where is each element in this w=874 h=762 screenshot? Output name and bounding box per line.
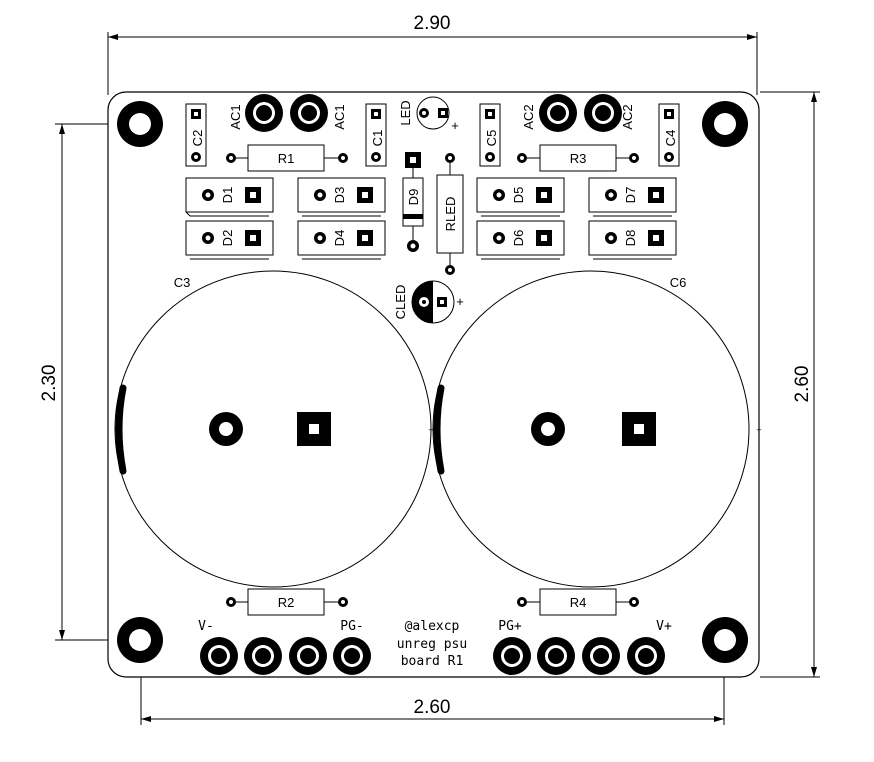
svg-text:D1: D1 [220,187,235,204]
label-v-minus: V- [198,619,214,634]
diode-d9: D9 [402,152,424,252]
svg-text:C1: C1 [370,130,385,147]
mounting-holes [117,101,748,663]
cap-c6: C6 + [432,270,762,588]
svg-text:R3: R3 [570,151,587,166]
resistor-r4: R4 [517,588,639,616]
credit-line-3: board R1 [401,654,464,669]
svg-text:R2: R2 [278,595,295,610]
dim-left-height: 2.30 [39,365,60,402]
cap-cled: CLED + [393,280,464,324]
label-pg-minus: PG- [340,619,363,634]
svg-text:LED: LED [398,100,413,125]
svg-text:C6: C6 [670,275,687,290]
svg-text:D8: D8 [623,230,638,247]
label-pg-plus: PG+ [498,619,522,634]
dim-right-height: 2.60 [792,366,813,403]
ac1-terminals: AC1 AC1 [228,94,347,132]
resistor-r2: R2 [226,588,348,616]
svg-text:AC1: AC1 [228,104,243,129]
cap-c3: C3 + [114,270,434,588]
svg-text:D6: D6 [511,230,526,247]
svg-text:D5: D5 [511,187,526,204]
resistor-r3: R3 [517,144,639,172]
svg-text:CLED: CLED [393,285,408,320]
diode-d8: D8 [588,220,677,260]
credit-line-2: unreg psu [397,637,467,652]
svg-text:+: + [456,294,464,309]
dim-bottom-width: 2.60 [414,697,451,718]
svg-text:AC2: AC2 [620,104,635,129]
svg-text:D3: D3 [332,187,347,204]
diode-d7: D7 [588,177,677,217]
dimension-arrows [59,34,817,722]
svg-text:+: + [428,425,433,435]
resistor-r1: R1 [226,144,348,172]
svg-text:AC2: AC2 [521,104,536,129]
mounting-hole [702,101,748,147]
svg-text:C2: C2 [190,130,205,147]
svg-text:R4: R4 [570,595,587,610]
output-terminals-left [200,637,371,675]
diode-d1: D1 [185,177,274,217]
svg-text:C4: C4 [663,130,678,147]
board-outline [107,91,760,678]
diode-d6: D6 [476,220,565,260]
credit-line-1: @alexcp [405,619,460,634]
svg-text:D9: D9 [406,189,421,206]
svg-text:RLED: RLED [443,197,458,232]
svg-text:+: + [756,425,761,435]
svg-text:AC1: AC1 [332,104,347,129]
dim-top-width: 2.90 [414,13,451,34]
svg-text:C3: C3 [174,275,191,290]
dimension-lines [55,32,820,725]
cap-c4: C4 [658,103,680,167]
svg-text:D2: D2 [220,230,235,247]
mounting-hole [117,101,163,147]
svg-text:C5: C5 [484,130,499,147]
resistor-rled: RLED [436,153,464,275]
cap-c5: C5 [479,103,501,167]
cap-c1: C1 [365,103,387,167]
svg-text:D4: D4 [332,230,347,247]
cap-c2: C2 [185,103,207,167]
diode-d4: D4 [297,220,386,260]
ac2-terminals: AC2 AC2 [521,94,635,132]
diode-d3: D3 [297,177,386,217]
label-v-plus: V+ [656,619,672,634]
svg-text:+: + [451,118,459,133]
svg-text:D7: D7 [623,187,638,204]
diode-d5: D5 [476,177,565,217]
svg-text:R1: R1 [278,151,295,166]
output-terminals-right [493,637,665,675]
diode-d2: D2 [185,220,274,260]
mounting-hole [117,617,163,663]
mounting-hole [702,617,748,663]
led: LED + [398,96,459,133]
